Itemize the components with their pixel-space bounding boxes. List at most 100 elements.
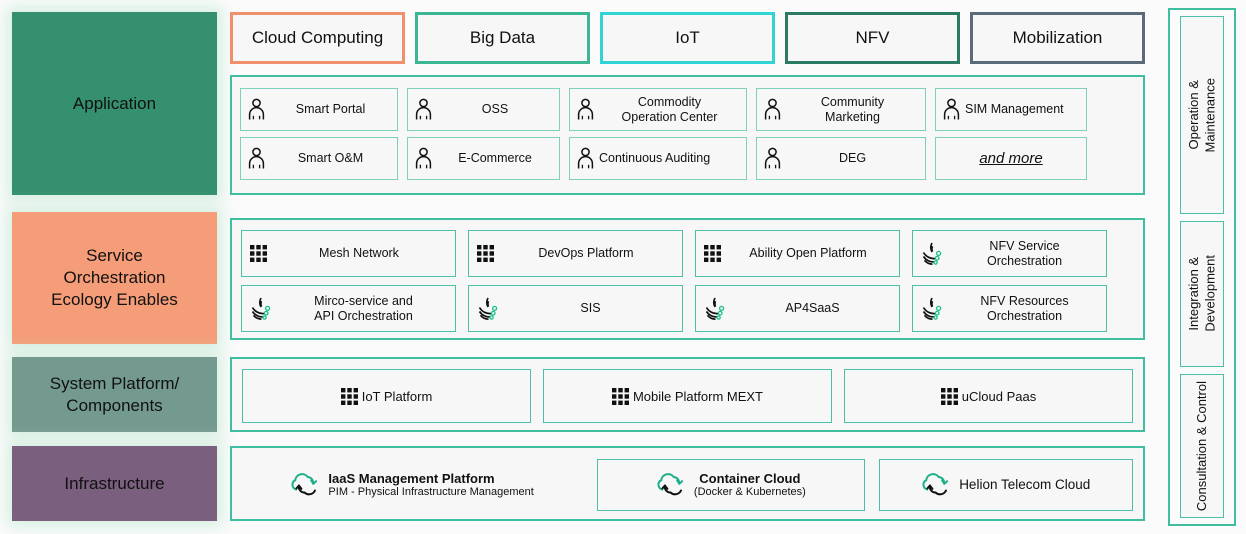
layer-label-infrastructure: Infrastructure bbox=[12, 446, 217, 521]
application-item-sim-management[interactable]: SIM Management bbox=[935, 88, 1087, 131]
person-icon bbox=[248, 98, 265, 120]
tab-nfv[interactable]: NFV bbox=[785, 12, 960, 64]
layer-label-application: Application bbox=[12, 12, 217, 195]
service-item-label: Mirco-service and API Orchestration bbox=[314, 293, 413, 323]
system-item-ucloud-paas[interactable]: uCloud Paas bbox=[844, 369, 1133, 423]
tab-label: IoT bbox=[675, 28, 700, 47]
application-item-label: OSS bbox=[481, 102, 509, 117]
grid-dots-icon bbox=[704, 245, 721, 262]
tab-cloud-computing[interactable]: Cloud Computing bbox=[230, 12, 405, 64]
system-item-mobile-platform-mext[interactable]: Mobile Platform MEXT bbox=[543, 369, 832, 423]
layer-label-service-text: Service Orchestration Ecology Enables bbox=[51, 246, 178, 309]
cloud-refresh-icon bbox=[657, 472, 684, 495]
service-item-mesh-network[interactable]: Mesh Network bbox=[241, 230, 456, 277]
application-row: Smart Portal OSS Commodity Operation Cen… bbox=[240, 88, 1135, 131]
application-item-label: Community Marketing bbox=[820, 94, 885, 124]
system-item-label: uCloud Paas bbox=[961, 388, 1037, 404]
rail-item-integration-development[interactable]: Integration & Development bbox=[1180, 220, 1224, 367]
service-row: Mirco-service and API Orchestration SIS … bbox=[241, 285, 1134, 332]
service-row: Mesh Network DevOps Platform Ability Open … bbox=[241, 230, 1134, 277]
rail-item-label: Consultation & Control bbox=[1193, 380, 1209, 511]
service-item-ap4saas[interactable]: AP4SaaS bbox=[695, 285, 900, 332]
swoosh-icon bbox=[478, 297, 498, 321]
application-item-label: and more bbox=[979, 149, 1043, 167]
system-item-iot-platform[interactable]: IoT Platform bbox=[242, 369, 531, 423]
grid-dots-icon bbox=[250, 245, 267, 262]
person-icon bbox=[415, 147, 432, 169]
rail-item-operation-maintenance[interactable]: Operation & Maintenance bbox=[1180, 16, 1224, 214]
tab-mobilization[interactable]: Mobilization bbox=[970, 12, 1145, 64]
infrastructure-item-subtitle: (Docker & Kubernetes) bbox=[693, 486, 806, 499]
infrastructure-item-helion-telecom-cloud[interactable]: Helion Telecom Cloud bbox=[879, 459, 1134, 511]
application-item-label: Smart Portal bbox=[295, 102, 366, 117]
domain-tab-row: Cloud Computing Big Data IoT NFV Mobilizatio… bbox=[230, 12, 1145, 64]
application-panel: Smart Portal OSS Commodity Operation Cen… bbox=[230, 75, 1145, 195]
person-icon bbox=[943, 98, 960, 120]
infrastructure-item-text: Helion Telecom Cloud bbox=[959, 477, 1090, 493]
rail-item-consultation-control[interactable]: Consultation & Control bbox=[1180, 373, 1224, 518]
application-item-smart-portal[interactable]: Smart Portal bbox=[240, 88, 398, 131]
swoosh-icon bbox=[922, 242, 942, 266]
application-item-grid: Smart Portal OSS Commodity Operation Cen… bbox=[240, 88, 1135, 180]
service-item-label: DevOps Platform bbox=[538, 246, 634, 260]
rail-item-label: Operation & Maintenance bbox=[1185, 77, 1217, 152]
layer-label-service-orchestration: Service Orchestration Ecology Enables bbox=[12, 212, 217, 344]
tab-label: Mobilization bbox=[1012, 28, 1103, 47]
application-item-continuous-auditing[interactable]: Continuous Auditing bbox=[569, 137, 747, 180]
service-item-devops-platform[interactable]: DevOps Platform bbox=[468, 230, 683, 277]
infrastructure-item-title: IaaS Management Platform bbox=[328, 470, 495, 486]
grid-dots-icon bbox=[340, 387, 358, 405]
system-item-label: Mobile Platform MEXT bbox=[632, 388, 764, 404]
tab-iot[interactable]: IoT bbox=[600, 12, 775, 64]
application-item-oss[interactable]: OSS bbox=[407, 88, 560, 131]
application-item-label: Continuous Auditing bbox=[599, 151, 711, 166]
swoosh-icon bbox=[705, 297, 725, 321]
infrastructure-item-text: Container Cloud(Docker & Kubernetes) bbox=[694, 471, 806, 500]
application-item-deg[interactable]: DEG bbox=[756, 137, 926, 180]
application-item-label: Commodity Operation Center bbox=[621, 94, 718, 124]
swoosh-icon bbox=[251, 297, 271, 321]
service-item-label: NFV Service Orchestration bbox=[986, 238, 1063, 268]
service-orchestration-panel: Mesh Network DevOps Platform Ability Open … bbox=[230, 218, 1145, 340]
person-icon bbox=[415, 98, 432, 120]
service-item-mirco-service-and-api-orchestration[interactable]: Mirco-service and API Orchestration bbox=[241, 285, 456, 332]
grid-dots-icon bbox=[940, 387, 958, 405]
cloud-refresh-icon bbox=[922, 472, 949, 495]
person-icon bbox=[248, 147, 265, 169]
person-icon bbox=[764, 147, 781, 169]
application-item-label: DEG bbox=[838, 151, 867, 166]
tab-label: Cloud Computing bbox=[251, 28, 384, 47]
service-item-grid: Mesh Network DevOps Platform Ability Open … bbox=[241, 230, 1134, 332]
person-icon bbox=[764, 98, 781, 120]
application-item-commodity-operation-center[interactable]: Commodity Operation Center bbox=[569, 88, 747, 131]
application-item-and-more[interactable]: and more bbox=[935, 137, 1087, 180]
application-item-label: Smart O&M bbox=[297, 151, 364, 166]
service-item-label: SIS bbox=[580, 301, 601, 315]
layer-label-infrastructure-text: Infrastructure bbox=[64, 473, 165, 493]
person-icon bbox=[577, 98, 594, 120]
application-item-e-commerce[interactable]: E-Commerce bbox=[407, 137, 560, 180]
application-item-smart-o-m[interactable]: Smart O&M bbox=[240, 137, 398, 180]
application-item-label: E-Commerce bbox=[458, 151, 532, 166]
service-item-label: Ability Open Platform bbox=[749, 246, 867, 260]
grid-dots-icon bbox=[611, 387, 629, 405]
tab-big-data[interactable]: Big Data bbox=[415, 12, 590, 64]
service-item-nfv-service-orchestration[interactable]: NFV Service Orchestration bbox=[912, 230, 1107, 277]
service-item-ability-open-platform[interactable]: Ability Open Platform bbox=[695, 230, 900, 277]
infrastructure-item-container-cloud[interactable]: Container Cloud(Docker & Kubernetes) bbox=[597, 459, 866, 511]
rail-item-label: Integration & Development bbox=[1185, 255, 1217, 332]
service-item-sis[interactable]: SIS bbox=[468, 285, 683, 332]
application-item-community-marketing[interactable]: Community Marketing bbox=[756, 88, 926, 131]
application-row: Smart O&M E-Commerce Continuous Auditing… bbox=[240, 137, 1135, 180]
system-platform-panel: IoT Platform Mobile Platform MEXT uCloud P… bbox=[230, 357, 1145, 432]
layer-label-system-text: System Platform/ Components bbox=[49, 373, 180, 415]
infrastructure-item-title: Container Cloud bbox=[699, 470, 801, 486]
service-item-nfv-resources-orchestration[interactable]: NFV Resources Orchestration bbox=[912, 285, 1107, 332]
cloud-refresh-icon bbox=[291, 472, 318, 495]
tab-label: NFV bbox=[855, 28, 890, 47]
layer-label-application-text: Application bbox=[72, 93, 157, 113]
